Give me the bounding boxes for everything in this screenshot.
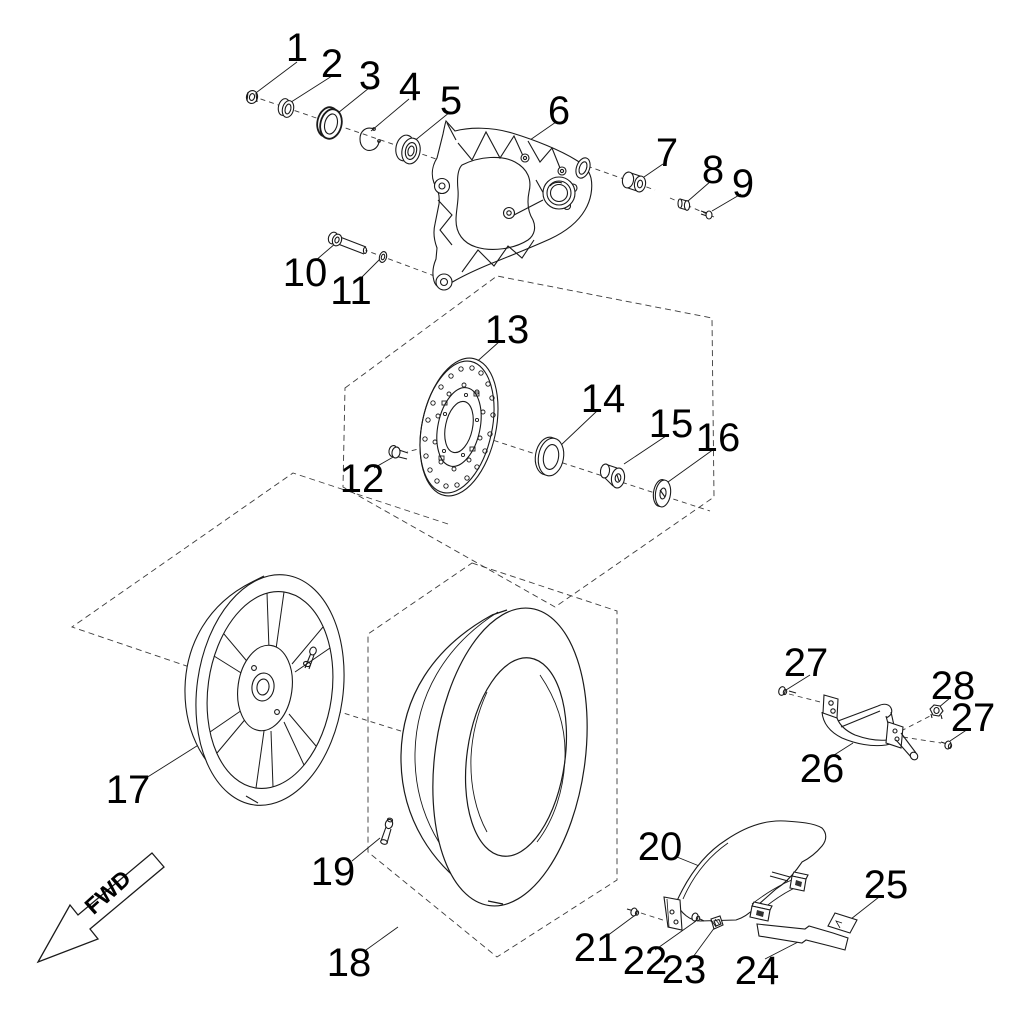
bracket-group — [778, 686, 953, 761]
part-21-screw — [626, 907, 640, 917]
callout-21: 21 — [574, 926, 619, 970]
fwd-arrow: FWD — [36, 852, 165, 964]
part-9-screw — [700, 210, 713, 220]
axis-bolt-10 — [345, 242, 441, 279]
callout-1: 1 — [286, 26, 308, 70]
callout-19: 19 — [311, 850, 356, 894]
callout-13: 13 — [485, 308, 530, 352]
swingarm-foot-boss — [435, 273, 453, 291]
wheel-plane — [71, 472, 449, 677]
part-26-bracket — [821, 694, 919, 761]
part-7-bushing — [621, 171, 647, 193]
part-15-spacer — [599, 463, 626, 489]
axis-disc-spacers — [467, 431, 711, 512]
part-18-tire — [400, 607, 588, 907]
hugger-tab-lower — [749, 901, 773, 922]
disc-plane — [342, 275, 715, 608]
part-10-bolt — [327, 231, 368, 255]
callout-24: 24 — [735, 949, 780, 993]
part-5-bearing — [395, 134, 421, 165]
callout-12: 12 — [340, 457, 385, 501]
leader-lines — [145, 61, 969, 960]
part-28-nut — [929, 704, 944, 720]
callout-28: 28 — [931, 664, 976, 708]
fwd-arrow-outline — [36, 852, 165, 964]
axle-small-parts — [245, 90, 713, 263]
part-22-screw — [691, 912, 705, 922]
part-13-brake-disc — [419, 357, 499, 497]
part-16-washer — [652, 479, 672, 508]
callout-labels: 1 2 3 4 5 6 7 8 9 10 11 12 13 14 15 16 1… — [106, 26, 996, 993]
assembly-planes — [71, 275, 715, 958]
part-20-hugger — [675, 820, 827, 922]
axis-bolt-27-left — [788, 693, 821, 703]
callout-18: 18 — [327, 941, 372, 985]
swingarm-pivot-boss — [433, 177, 451, 195]
hugger-tab-upper — [789, 871, 809, 892]
axis-bolt-27-right — [902, 736, 942, 744]
part-17-wheel — [184, 574, 345, 806]
callout-11: 11 — [330, 269, 372, 313]
tire-plane — [367, 562, 618, 958]
part-25-plate — [827, 912, 858, 934]
callout-27-top: 27 — [784, 641, 829, 685]
callout-8: 8 — [702, 148, 724, 192]
callout-6: 6 — [548, 89, 570, 133]
part-23-clip-nut — [710, 915, 724, 930]
axis-screw-21 — [640, 912, 667, 922]
part-14-seal — [534, 436, 565, 477]
callout-7: 7 — [656, 131, 678, 175]
callout-5: 5 — [440, 79, 462, 123]
callout-27-right: 27 — [951, 696, 996, 740]
callout-2: 2 — [321, 42, 343, 86]
part-24-guard-strip — [756, 923, 849, 951]
part-11-washer — [378, 251, 388, 263]
part-27-bolt-right — [940, 740, 953, 750]
callout-9: 9 — [732, 162, 754, 206]
axle-axis-upper — [251, 95, 446, 163]
callout-14: 14 — [581, 377, 626, 421]
axis-lines — [251, 95, 942, 923]
callout-16: 16 — [696, 416, 741, 460]
hugger-flange-plate — [663, 896, 683, 931]
part-4-circlip — [359, 127, 381, 151]
wheel-valve — [302, 646, 317, 670]
axis-nut-28 — [900, 714, 933, 732]
callout-4: 4 — [399, 65, 421, 109]
callout-10: 10 — [283, 251, 328, 295]
part-1-nut — [245, 90, 259, 104]
part-6-swingarm — [431, 119, 593, 291]
callout-20: 20 — [638, 825, 683, 869]
callout-26: 26 — [800, 747, 845, 791]
callout-15: 15 — [649, 402, 694, 446]
wheel-hub-disc — [237, 644, 293, 732]
brake-disc-group — [388, 357, 672, 508]
hugger-group — [626, 820, 858, 951]
part-2-collar — [277, 98, 295, 118]
part-8-cap — [677, 198, 691, 211]
part-19-valve-stem — [380, 817, 394, 845]
callout-22: 22 — [623, 939, 668, 983]
disc-mount-features — [438, 391, 480, 461]
axis-bolt-12 — [402, 445, 431, 454]
part-27-bolt-left — [778, 686, 797, 696]
callout-25: 25 — [864, 863, 909, 907]
callout-23: 23 — [662, 948, 707, 992]
part-12-bolt — [388, 444, 409, 460]
callout-3: 3 — [359, 54, 381, 98]
part-3-dust-seal — [316, 106, 343, 140]
callout-17: 17 — [106, 768, 151, 812]
